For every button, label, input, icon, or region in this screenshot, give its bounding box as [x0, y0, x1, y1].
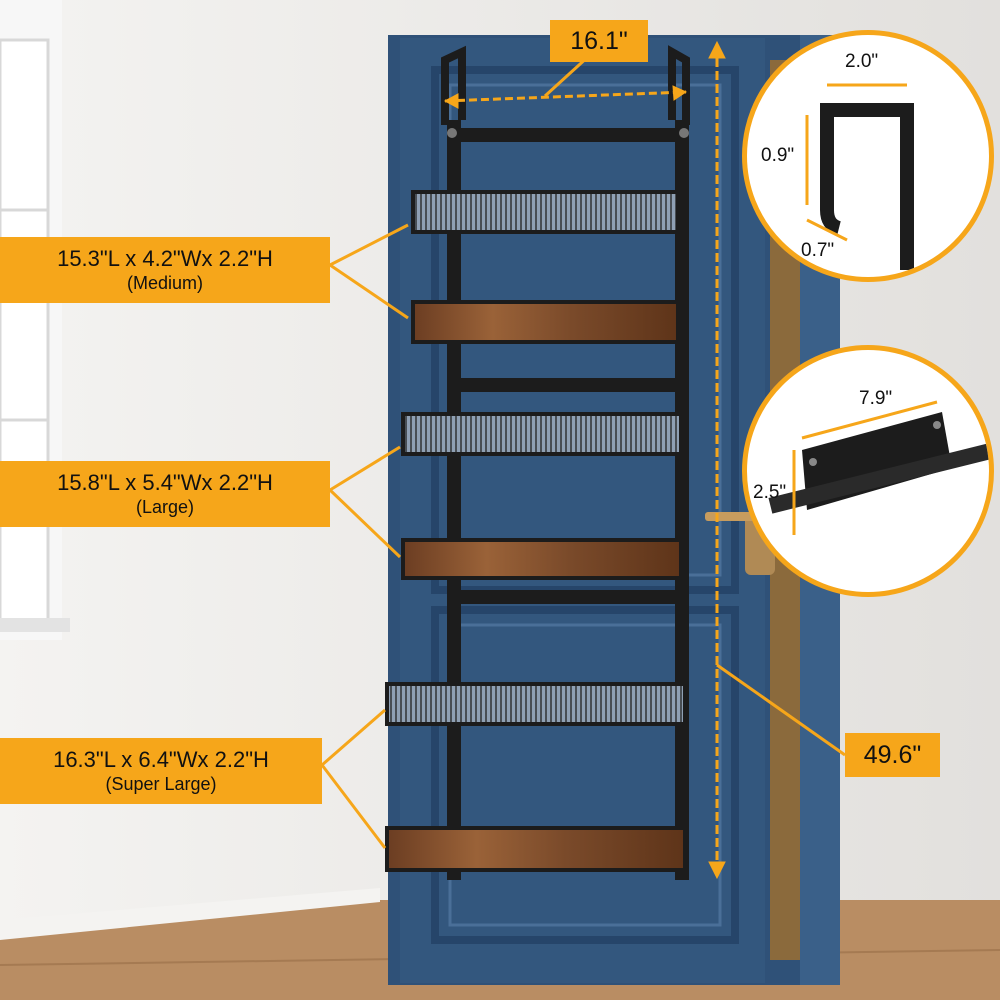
bracket-length-value: 7.9" [859, 388, 893, 409]
shelf-size-large: 15.8"L x 5.4"Wx 2.2"H [57, 470, 273, 495]
shelf-label-super-large: 16.3"L x 6.4"Wx 2.2"H (Super Large) [0, 738, 322, 804]
width-dimension-tag: 16.1" [550, 20, 648, 62]
width-dimension-value: 16.1" [570, 26, 628, 55]
hook-depth-value: 0.7" [801, 240, 835, 261]
height-dimension-value: 49.6" [863, 740, 922, 769]
shelf-name-medium: (Medium) [126, 273, 203, 293]
shelf-size-medium: 15.3"L x 4.2"Wx 2.2"H [57, 246, 273, 271]
shelf-label-medium: 15.3"L x 4.2"Wx 2.2"H (Medium) [0, 237, 330, 303]
hook-height-value: 0.9" [761, 145, 795, 166]
bracket-detail-circle: 7.9" 2.5" [742, 345, 994, 597]
shelf-name-large: (Large) [135, 497, 195, 517]
hook-detail-circle: 2.0" 0.9" 0.7" [742, 30, 994, 282]
shelf-size-super-large: 16.3"L x 6.4"Wx 2.2"H [53, 747, 269, 772]
bracket-icon [768, 400, 989, 535]
shelf-label-large: 15.8"L x 5.4"Wx 2.2"H (Large) [0, 461, 330, 527]
height-dimension-tag: 49.6" [845, 733, 940, 777]
window [0, 0, 70, 640]
shelf-name-super-large: (Super Large) [105, 774, 217, 794]
dimension-lines [320, 40, 846, 880]
hook-icon [805, 83, 914, 270]
hook-width-value: 2.0" [845, 51, 879, 72]
bracket-height-value: 2.5" [753, 482, 787, 503]
